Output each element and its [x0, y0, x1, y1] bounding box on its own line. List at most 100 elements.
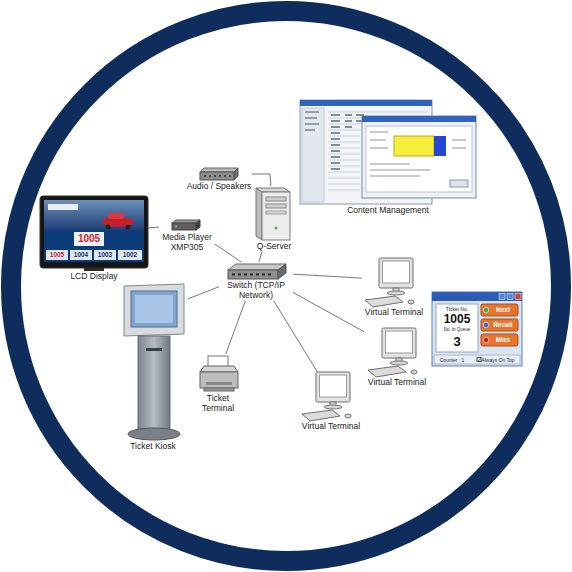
network-link [274, 301, 318, 372]
network-link [215, 244, 241, 262]
screen-text: Miss [496, 337, 510, 344]
ticket-kiosk-icon [146, 348, 162, 351]
terminal-window-screenshot [515, 294, 521, 300]
terminal-window-screenshot [478, 358, 481, 361]
lcd-display-icon [48, 204, 78, 210]
media-player-icon [172, 223, 196, 230]
content-management-screens [300, 100, 432, 106]
terminal-window-screenshot [507, 294, 513, 300]
device-label: Content Management [300, 206, 476, 216]
terminal-window-screenshot [481, 319, 518, 331]
device-label: LCD Display [40, 272, 148, 282]
terminal-window-screenshot [483, 322, 489, 328]
frame-ring [11, 11, 561, 561]
network-link [188, 287, 219, 299]
speaker-icon [200, 168, 238, 180]
device-node: Ticket Kiosk [118, 284, 188, 452]
lcd-display-icon [70, 250, 92, 260]
lcd-display-icon [126, 225, 131, 230]
screen-text: Recall [493, 322, 512, 329]
content-management-screens [450, 180, 468, 187]
terminal-window-screenshot [483, 337, 489, 343]
device-label: Virtual Terminal [362, 308, 426, 318]
speaker-icon [234, 168, 238, 180]
ticket-kiosk-icon [124, 284, 184, 336]
device-node: Virtual Terminal [298, 372, 364, 432]
speaker-icon [200, 168, 238, 172]
terminal-pc-icon [368, 328, 417, 377]
printer-icon [204, 388, 234, 391]
server-icon [275, 227, 278, 230]
device-label: Switch (TCP/IP Network) [219, 281, 293, 301]
device-label: Ticket Kiosk [118, 442, 188, 452]
terminal-window-screenshot [434, 355, 520, 364]
lcd-display-icon [106, 225, 111, 230]
device-node: Audio / Speakers [186, 166, 252, 192]
switch-icon [278, 264, 286, 279]
screen-text: Always On Top [481, 358, 514, 363]
server-icon [256, 188, 262, 240]
ticket-kiosk-icon [131, 291, 177, 327]
lcd-display-icon [94, 250, 116, 260]
device-node: Q-Server [254, 186, 294, 252]
screen-text: Next [496, 307, 510, 314]
network-link [259, 252, 262, 262]
switch-icon [232, 274, 271, 276]
content-management-screens [366, 126, 472, 192]
device-node: Media Player XMP305 [159, 218, 215, 253]
lcd-display-icon [84, 268, 104, 271]
terminal-window-screenshot [481, 334, 518, 346]
printer-icon [200, 372, 238, 388]
terminal-window-screenshot [432, 292, 522, 366]
server-icon [266, 204, 286, 208]
device-node: Content Management [300, 98, 476, 216]
device-node: Virtual Terminal [362, 258, 426, 318]
lcd-display-icon [118, 250, 142, 260]
screen-text: Counter : 1 [440, 358, 465, 363]
lcd-display-icon [74, 232, 104, 246]
ticket-kiosk-icon [138, 336, 170, 430]
device-label: Media Player XMP305 [159, 233, 215, 253]
content-management-screens [302, 108, 324, 202]
lcd-display-icon [46, 250, 68, 260]
terminal-pc-icon [302, 372, 351, 421]
content-management-screens [362, 116, 476, 122]
screen-text: 1005 [78, 234, 100, 244]
server-icon [266, 211, 286, 214]
media-player-icon [172, 220, 200, 230]
speaker-icon [204, 175, 231, 177]
ticket-kiosk-icon [135, 295, 173, 323]
media-player-icon [175, 226, 177, 228]
device-label: Q-Server [254, 242, 294, 252]
screen-text: 1003 [98, 252, 112, 259]
ticket-kiosk-icon [124, 284, 184, 440]
terminal-pc-icon [365, 258, 414, 307]
device-label: Virtual Terminal [298, 422, 364, 432]
switch-icon [228, 264, 286, 279]
content-management-screens [394, 136, 434, 156]
screen-text: 1005 [444, 313, 471, 325]
printer-icon [200, 356, 238, 391]
device-label: Audio / Speakers [186, 182, 252, 192]
device-node: Switch (TCP/IP Network) [219, 262, 293, 301]
lcd-display-icon [44, 200, 144, 262]
device-label: Virtual Terminal [364, 378, 430, 388]
terminal-pc-icon [302, 258, 417, 421]
content-management-screens [362, 116, 476, 198]
device-node: Ticket Terminal [198, 354, 238, 414]
network-link [148, 227, 159, 229]
network-link [252, 174, 271, 186]
content-management-screens [370, 132, 466, 176]
media-player-icon [196, 220, 200, 230]
device-node: Virtual Terminal [364, 328, 430, 388]
printer-icon [200, 366, 238, 372]
content-management-screens [305, 112, 319, 130]
terminal-window-screenshot [432, 292, 522, 366]
lcd-display-icon [108, 213, 124, 219]
terminal-window-screenshot [483, 307, 489, 313]
terminal-window-screenshot [477, 358, 481, 362]
lcd-display-icon [40, 196, 148, 271]
terminal-window-screenshot [432, 292, 522, 301]
network-link [293, 292, 364, 331]
